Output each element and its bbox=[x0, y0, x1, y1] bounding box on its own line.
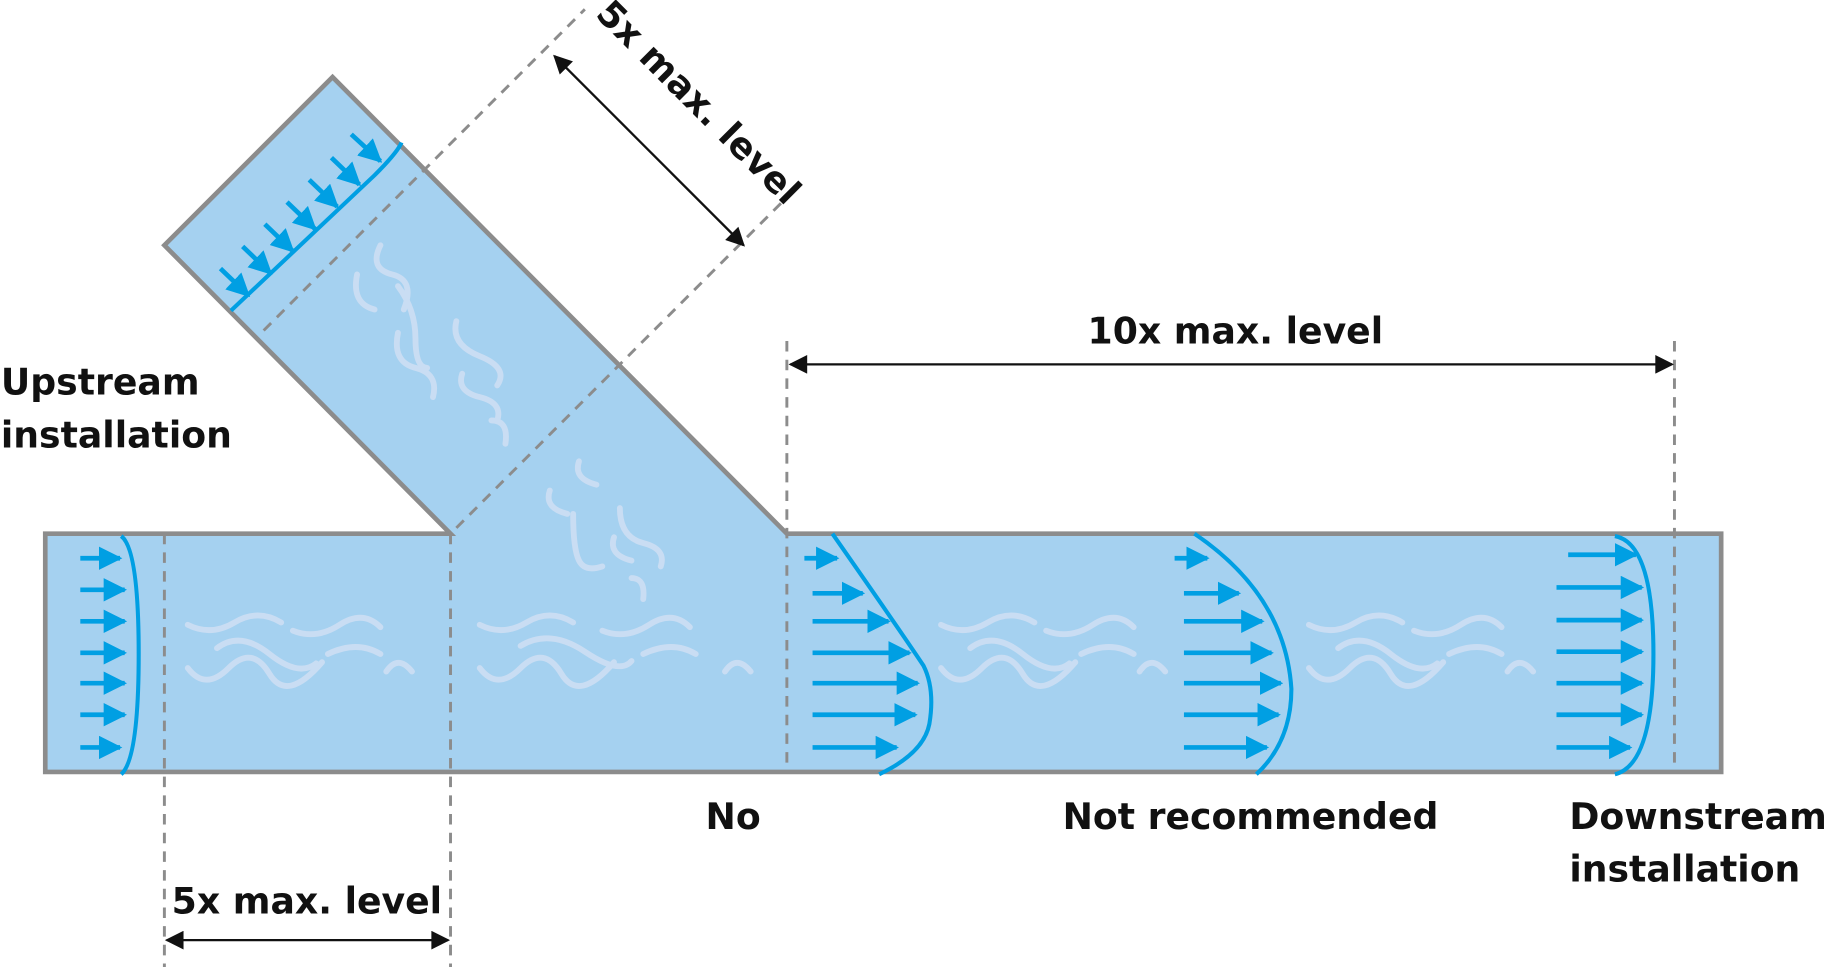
upstream-label-line1: Upstream bbox=[1, 361, 200, 404]
upstream-label-line2: installation bbox=[1, 413, 232, 456]
flow-profile-no bbox=[804, 532, 934, 777]
flow-profile-downstream bbox=[1556, 534, 1656, 777]
flow-profile-branch bbox=[218, 132, 404, 313]
downstream-label-line2: installation bbox=[1569, 848, 1800, 891]
reference-lines bbox=[162, 8, 1676, 967]
turbulence-swirls bbox=[184, 242, 1537, 689]
downstream-label-line1: Downstream bbox=[1569, 795, 1826, 838]
swirl-group-branch bbox=[353, 242, 665, 603]
swirl-group-main-2 bbox=[476, 612, 754, 689]
swirl-group-main-4 bbox=[1305, 612, 1537, 689]
pipe-water bbox=[45, 77, 1722, 772]
bottom-distance-label: 5x max. level bbox=[172, 879, 442, 922]
swirl-group-main-1 bbox=[184, 612, 415, 689]
dimension-arrow-branch bbox=[553, 54, 745, 247]
flow-profile-not-recommended bbox=[1174, 532, 1294, 776]
flow-profile-upstream-inlet bbox=[80, 534, 141, 776]
branch-distance-label: 5x max. level bbox=[588, 0, 810, 213]
downstream-distance-label: 10x max. level bbox=[1088, 309, 1384, 352]
not-recommended-label: Not recommended bbox=[1063, 795, 1439, 838]
no-label: No bbox=[706, 795, 761, 838]
swirl-group-main-3 bbox=[938, 612, 1169, 689]
